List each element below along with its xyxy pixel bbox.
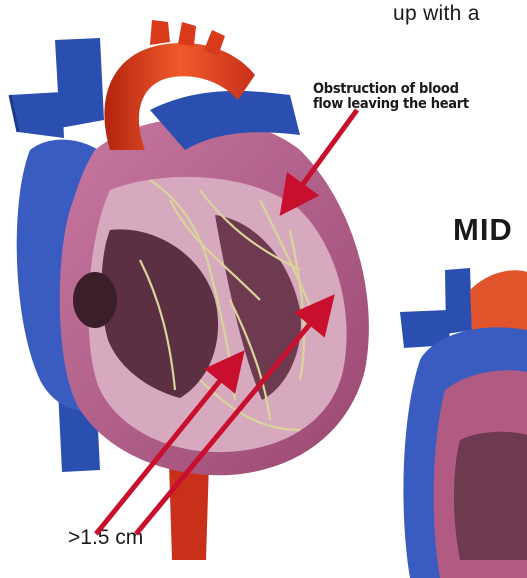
second-heart-partial	[400, 268, 527, 578]
heart-cross-section	[10, 20, 369, 560]
tricuspid-opening	[73, 272, 117, 328]
